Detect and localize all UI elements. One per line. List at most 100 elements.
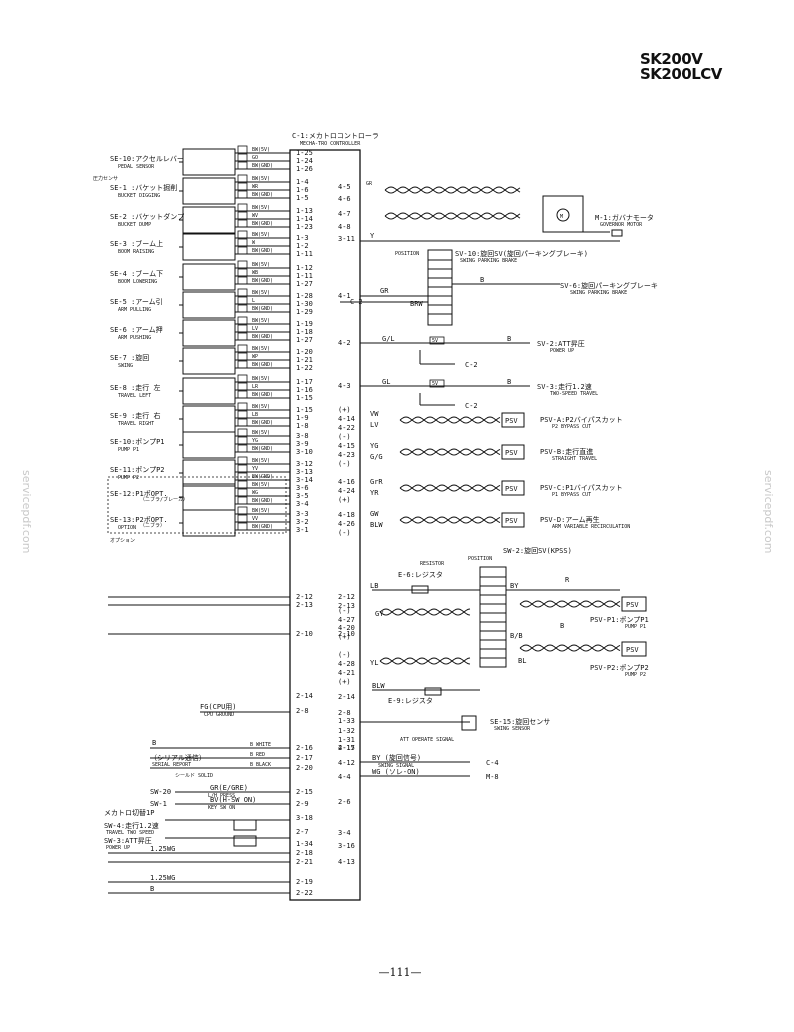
sw2-position: POSITION bbox=[468, 556, 492, 562]
pressure-sensor-heading: 圧力センサ bbox=[93, 175, 118, 182]
fg-sublabel: CPU GROUND bbox=[204, 712, 234, 718]
controller-pin-right: 4-22 bbox=[338, 424, 355, 432]
controller-pin-right: 4-14 bbox=[338, 415, 355, 423]
controller-pin: 2-21 bbox=[296, 858, 313, 866]
option-note-2: （ニブラ） bbox=[140, 522, 165, 529]
controller-pin: 1-30 bbox=[296, 300, 313, 308]
wire-tag bbox=[237, 332, 248, 341]
sensor-sublabel-4: BOOM RAISING bbox=[118, 249, 154, 255]
wire-tag bbox=[237, 268, 248, 277]
controller-pin: 2-9 bbox=[296, 800, 309, 808]
sig1-sub: SWING SIGNAL bbox=[378, 763, 414, 769]
psv-wire-label: LV bbox=[370, 421, 379, 429]
sw20-label: SW-20 bbox=[150, 788, 171, 796]
controller-pin-right: (+) bbox=[338, 496, 351, 504]
motor-wire-label: GR bbox=[366, 181, 373, 187]
wire-tag bbox=[237, 246, 248, 255]
psv-box-1 bbox=[501, 444, 525, 460]
psvp2-box-label: PSV bbox=[626, 646, 639, 654]
sensor-wire-label: BW(GND) bbox=[252, 474, 273, 480]
controller-pin: 1-15 bbox=[296, 406, 313, 414]
sensor-wire-label: BW(5V) bbox=[252, 262, 270, 268]
controller-pin: 2-22 bbox=[296, 889, 313, 897]
controller-pin: 1-6 bbox=[296, 186, 309, 194]
sensor-sublabel-7: ARM PUSHING bbox=[118, 335, 151, 341]
p-wire-label: BL bbox=[518, 657, 526, 665]
sensor-wire-label: BW(GND) bbox=[252, 306, 273, 312]
controller-pin: 3-1 bbox=[296, 526, 309, 534]
serial-wire-label: B BLACK bbox=[250, 762, 271, 768]
sensor-wire-label: BW(GND) bbox=[252, 221, 273, 227]
att-signal-label: ATT OPERATE SIGNAL bbox=[400, 737, 454, 743]
wire-tag bbox=[237, 145, 248, 154]
psv-box-label: PSV bbox=[505, 449, 518, 457]
mecha-switch-label: メカトロ切替1P bbox=[104, 808, 154, 817]
sensor-wire-label: WG bbox=[252, 490, 258, 496]
controller-pin: 1-23 bbox=[296, 223, 313, 231]
sensor-label-14: SE-13:P2ポOPT. bbox=[110, 516, 168, 524]
controller-pin-right: 4-23 bbox=[338, 451, 355, 459]
psv-wire-label: G/G bbox=[370, 453, 383, 461]
controller-box bbox=[289, 149, 361, 901]
psv-twist-2-a bbox=[399, 484, 501, 492]
sensor-label-6: SE-5 :アーム引 bbox=[110, 297, 163, 306]
sensor-label-9: SE-8 :走行 左 bbox=[110, 383, 161, 392]
sensor-sublabel-2: BUCKET DIGGING bbox=[118, 193, 160, 199]
sensor-box-12 bbox=[182, 459, 236, 487]
controller-pin: 1-16 bbox=[296, 386, 313, 394]
controller-pin: 1-22 bbox=[296, 364, 313, 372]
motor-label: M-1:ガバナモータ bbox=[595, 213, 654, 222]
sensor-wire-label: BW(5V) bbox=[252, 205, 270, 211]
sensor-box-2 bbox=[182, 177, 236, 205]
psv-wire-label: GrR bbox=[370, 478, 383, 486]
sensor-label-1: SE-10:アクセルレバー bbox=[110, 155, 184, 163]
sensor-label-5: SE-4 :ブーム下 bbox=[110, 269, 163, 278]
sv6-label: SV-6:旋回パーキングブレーキ bbox=[560, 281, 658, 290]
sv2-b: B bbox=[507, 335, 511, 343]
wire-tag bbox=[237, 506, 248, 515]
sv3-5v: 5V bbox=[432, 381, 438, 387]
wire-tag bbox=[237, 436, 248, 445]
c2-label: C-2 bbox=[350, 298, 363, 306]
controller-pin-right: 1-33 bbox=[338, 717, 355, 725]
controller-pin: 3-13 bbox=[296, 468, 313, 476]
controller-pin-right: 1-32 bbox=[338, 727, 355, 735]
sensor-label-7: SE-6 :アーム押 bbox=[110, 325, 163, 334]
wire-tag bbox=[237, 496, 248, 505]
p2-twist-a bbox=[379, 657, 471, 665]
controller-pin-right: 4-6 bbox=[338, 195, 351, 203]
controller-pin-right: 2-14 bbox=[338, 693, 355, 701]
wire-tag bbox=[237, 219, 248, 228]
watermark-right: servicepdf.com bbox=[762, 470, 775, 554]
psv-wire-label: YG bbox=[370, 442, 378, 450]
controller-pin: 1-24 bbox=[296, 157, 313, 165]
psv-twist-0-a bbox=[399, 416, 501, 424]
psv-twist-1-b bbox=[399, 448, 501, 456]
controller-pin-right: (+) bbox=[338, 406, 351, 414]
sensor-wire-label: BW(GND) bbox=[252, 278, 273, 284]
controller-pin-right: 4-12 bbox=[338, 759, 355, 767]
sensor-wire-label: W bbox=[252, 240, 256, 246]
e6-sublabel: RESISTOR bbox=[420, 561, 445, 567]
sensor-wire-label: BW(5V) bbox=[252, 404, 270, 410]
sensor-wire-label: WP bbox=[252, 354, 258, 360]
sensor-box-6 bbox=[182, 291, 236, 319]
controller-pin: 2-20 bbox=[296, 764, 313, 772]
motor-twist-2-b bbox=[384, 212, 521, 220]
se15-sub: SWING SENSOR bbox=[494, 726, 531, 732]
sensor-wire-label: LR bbox=[252, 384, 259, 390]
controller-pin-right: 2-6 bbox=[338, 798, 351, 806]
controller-pin: 1-25 bbox=[296, 149, 313, 157]
sensor-wire-label: LV bbox=[252, 326, 258, 332]
wire-tag bbox=[237, 316, 248, 325]
se15-label: SE-15:旋回センサ bbox=[490, 717, 550, 726]
sv10-label: SV-10:旋回SV(旋回パーキングブレーキ) bbox=[455, 249, 588, 258]
sensor-wire-label: BW(GND) bbox=[252, 392, 273, 398]
sw3-sub: POWER UP bbox=[106, 845, 130, 851]
sensor-wire-label: BW(5V) bbox=[252, 458, 270, 464]
sv3-c2-label: C-2 bbox=[465, 402, 478, 410]
controller-pin-right: 4-8 bbox=[338, 223, 351, 231]
wire-tag bbox=[237, 174, 248, 183]
m8-label: M-8 bbox=[486, 773, 499, 781]
psv-box-0 bbox=[501, 412, 525, 428]
